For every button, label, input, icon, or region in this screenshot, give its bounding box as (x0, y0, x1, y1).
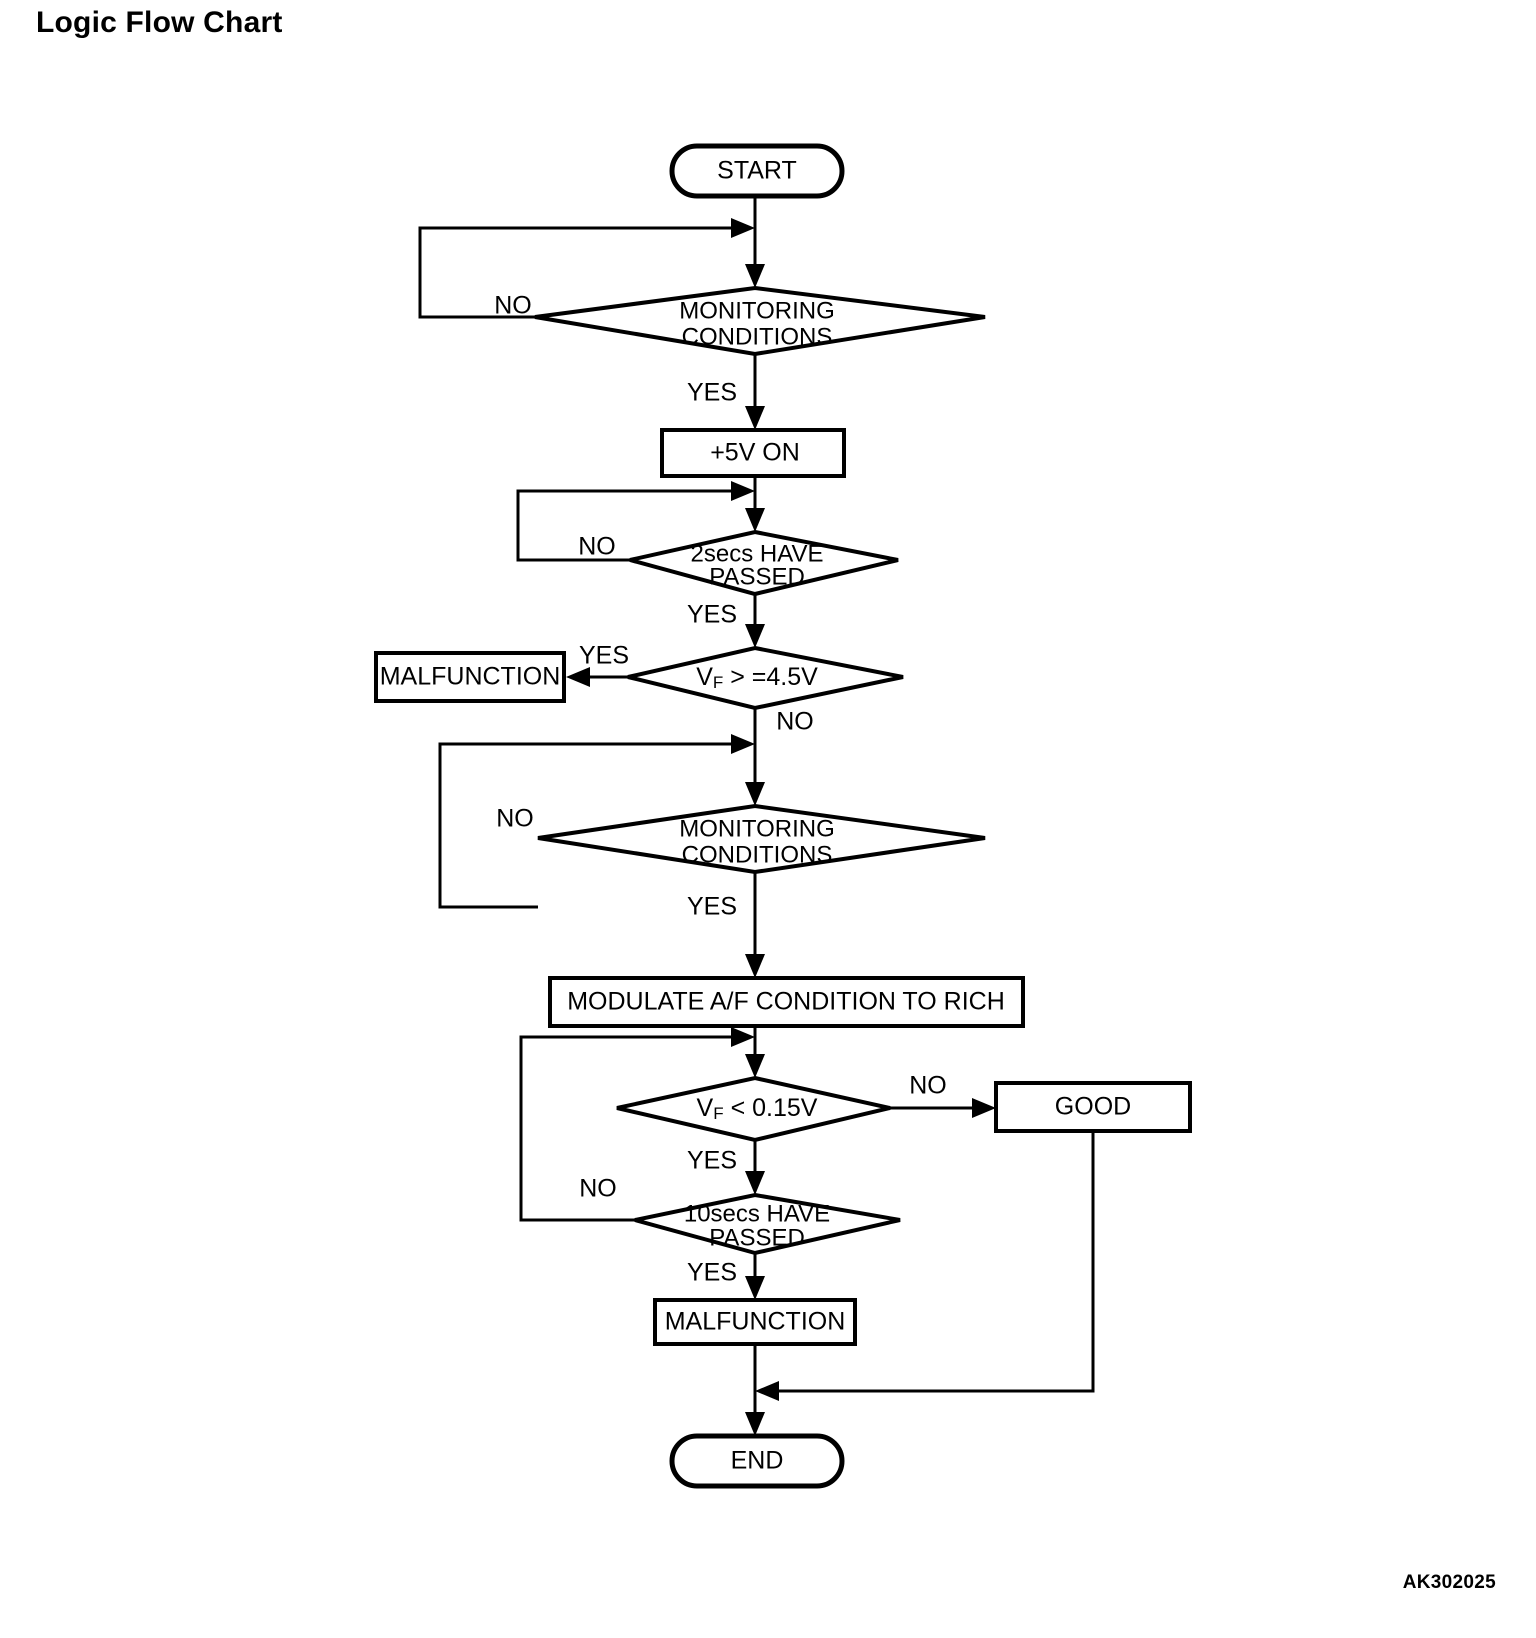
node-sec10-label-line2: PASSED (709, 1224, 805, 1251)
node-start: START (669, 143, 845, 199)
node-mon2-label-line2: CONDITIONS (682, 841, 833, 868)
edge-mon1-yes: YES (687, 354, 765, 430)
edge-label-sec10-yes: YES (687, 1259, 737, 1287)
edge-mon2-yes: YES (687, 872, 765, 978)
node-malfunction-lower: MALFUNCTION (653, 1298, 857, 1346)
edge-5von-to-sec2 (745, 476, 765, 532)
node-10secs-have-passed: 10secs HAVE PASSED (634, 1192, 901, 1256)
edge-vf015-yes: YES (687, 1140, 765, 1195)
node-modulate-label: MODULATE A/F CONDITION TO RICH (567, 988, 1005, 1016)
edge-malfunction-to-end (745, 1344, 765, 1436)
node-vf015-suffix: < 0.15V (724, 1094, 818, 1122)
node-vf45-subscript: F (713, 673, 723, 692)
node-vf-ge-4p5v: VF > =4.5V (627, 645, 904, 711)
edge-vf015-no-to-good: NO (890, 1072, 996, 1118)
edge-good-to-end-merge (755, 1131, 1095, 1401)
node-vf45-suffix: > =4.5V (723, 663, 818, 691)
node-vf015-subscript: F (713, 1104, 723, 1123)
edge-label-vf45-no: NO (776, 708, 814, 736)
edge-label-vf015-no: NO (909, 1072, 947, 1100)
edge-vf45-yes-to-malfunction: YES (566, 642, 629, 687)
node-sec2-label-line2: PASSED (709, 563, 805, 590)
edge-mon2-no-loopback: NO (438, 734, 755, 909)
node-good: GOOD (994, 1081, 1192, 1133)
node-vf45-prefix: V (696, 663, 713, 691)
edge-start-to-mon1 (745, 196, 765, 288)
edge-label-sec2-no: NO (578, 533, 616, 561)
edge-label-vf45-yes: YES (579, 642, 629, 670)
node-malfunction-upper: MALFUNCTION (374, 651, 566, 703)
node-vf45-label: VF > =4.5V (696, 663, 818, 693)
node-sec2-label-line1: 2secs HAVE (691, 540, 824, 567)
node-malfunction-upper-label: MALFUNCTION (380, 663, 561, 691)
node-end: END (669, 1433, 845, 1489)
node-monitoring-conditions-2: MONITORING CONDITIONS (537, 803, 986, 875)
node-mon1-label-line2: CONDITIONS (682, 323, 833, 350)
edge-vf45-no: NO (745, 708, 814, 806)
edge-label-mon2-no: NO (496, 805, 534, 833)
edge-label-mon2-yes: YES (687, 893, 737, 921)
edge-sec2-no-loopback: NO (516, 481, 755, 562)
edge-sec10-no-loopback: NO (519, 1027, 755, 1222)
node-sec10-label-line1: 10secs HAVE (684, 1200, 830, 1227)
node-2secs-have-passed: 2secs HAVE PASSED (629, 529, 899, 597)
node-vf-lt-0p15v: VF < 0.15V (616, 1075, 891, 1143)
node-5v-on: +5V ON (660, 428, 846, 478)
node-modulate-af-condition: MODULATE A/F CONDITION TO RICH (548, 976, 1025, 1028)
edge-label-sec2-yes: YES (687, 601, 737, 629)
node-mon1-label-line1: MONITORING (679, 297, 835, 324)
edge-label-mon1-yes: YES (687, 379, 737, 407)
edge-label-mon1-no: NO (494, 292, 532, 320)
figure-code: AK302025 (1402, 1572, 1496, 1593)
edge-sec2-yes: YES (687, 594, 765, 648)
edge-label-sec10-no: NO (579, 1175, 617, 1203)
node-monitoring-conditions-1: MONITORING CONDITIONS (534, 285, 986, 357)
edge-modulate-to-vf015 (745, 1026, 765, 1078)
node-vf015-prefix: V (697, 1094, 714, 1122)
edge-sec10-yes: YES (687, 1253, 765, 1300)
node-malfunction-lower-label: MALFUNCTION (665, 1308, 846, 1336)
edge-label-vf015-yes: YES (687, 1147, 737, 1175)
node-vf015-label: VF < 0.15V (697, 1094, 818, 1124)
edge-mon1-no-loopback: NO (418, 218, 755, 320)
node-mon2-label-line1: MONITORING (679, 815, 835, 842)
node-good-label: GOOD (1055, 1093, 1131, 1121)
node-start-label: START (717, 157, 797, 185)
node-5v-on-label: +5V ON (710, 439, 800, 467)
page-title: Logic Flow Chart (36, 6, 283, 39)
node-end-label: END (731, 1447, 784, 1475)
